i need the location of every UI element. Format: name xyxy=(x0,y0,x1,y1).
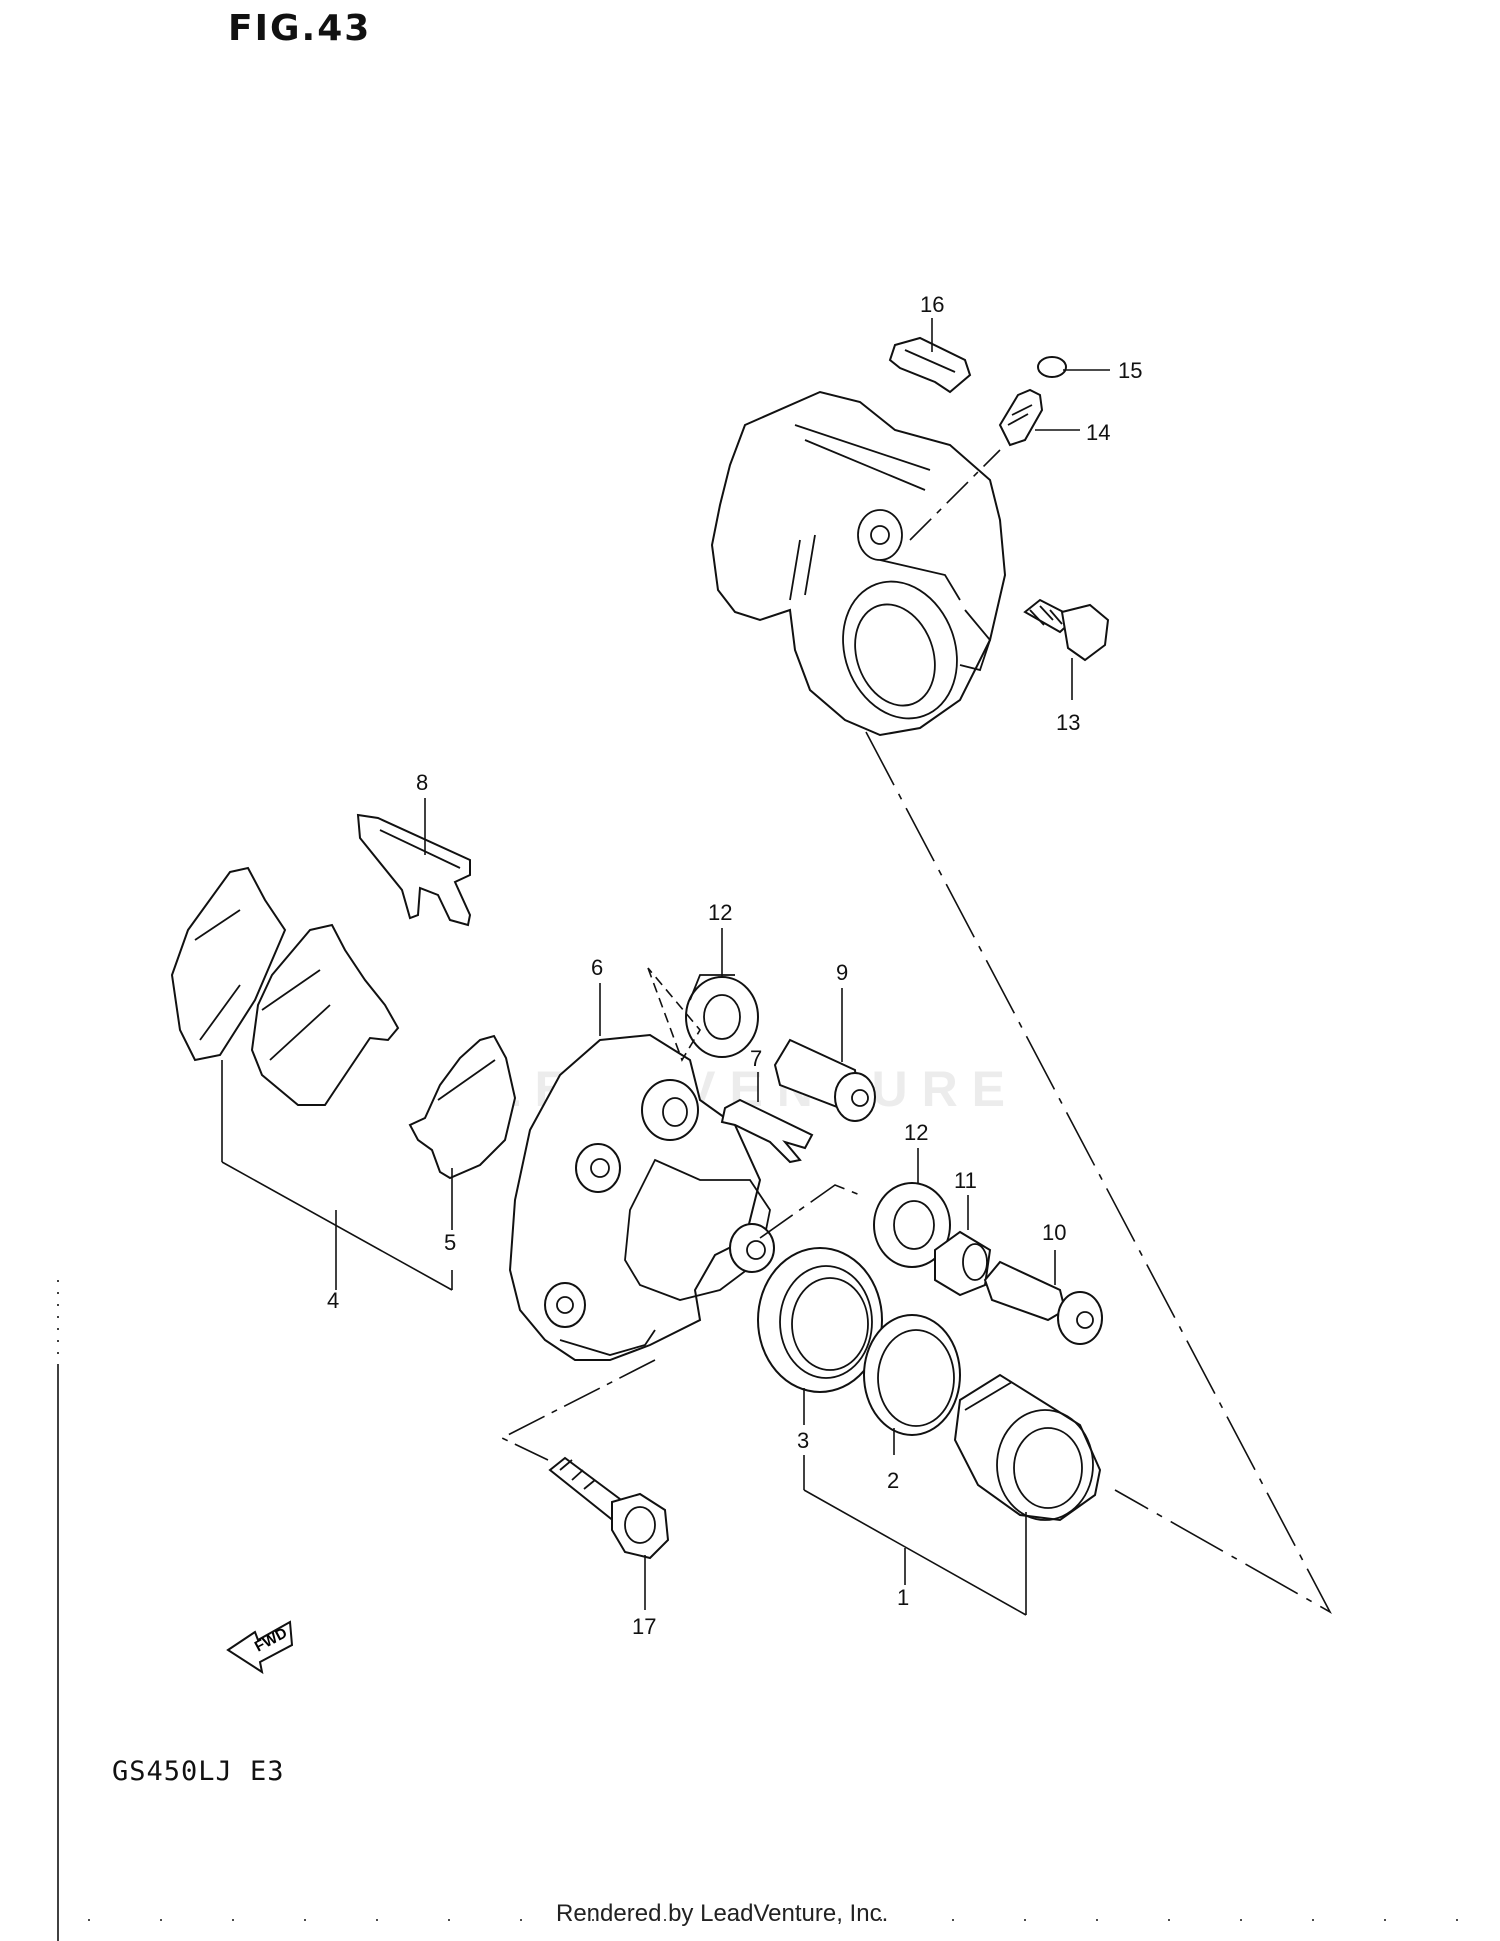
footer-credit: Rendered by LeadVenture, Inc. xyxy=(556,1900,889,1927)
part-12-boot-lower xyxy=(873,1182,951,1268)
scan-marks xyxy=(57,1280,1480,1941)
callout-13: 13 xyxy=(1056,710,1080,735)
callout-16: 16 xyxy=(920,292,944,317)
callout-9: 9 xyxy=(836,960,848,985)
fwd-arrow: FWD xyxy=(226,1620,294,1675)
callout-10: 10 xyxy=(1042,1220,1066,1245)
part-11-bushing xyxy=(934,1230,992,1297)
callout-5: 5 xyxy=(444,1230,456,1255)
callout-17: 17 xyxy=(632,1614,656,1639)
callout-7: 7 xyxy=(750,1046,762,1071)
figure-title: FIG.43 xyxy=(228,8,372,49)
callout-2: 2 xyxy=(887,1468,899,1493)
part-16-pad-spring xyxy=(888,336,972,394)
callout-3: 3 xyxy=(797,1428,809,1453)
caliper-body xyxy=(710,390,1007,737)
part-8-pad-shim xyxy=(356,813,472,927)
part-10-guide-pin xyxy=(983,1260,1103,1345)
callout-14: 14 xyxy=(1086,420,1110,445)
callout-12-lower: 12 xyxy=(904,1120,928,1145)
part-1-piston xyxy=(953,1373,1102,1522)
callouts: 16 15 14 13 8 12 9 6 7 12 11 10 5 4 3 2 … xyxy=(327,292,1142,1639)
part-6-caliper-bracket xyxy=(508,1033,775,1361)
part-15-bleeder-cap xyxy=(1037,356,1067,378)
leader-lines xyxy=(221,318,1332,1616)
part-7-pin xyxy=(720,1098,814,1164)
callout-4: 4 xyxy=(327,1288,339,1313)
part-13-bolt xyxy=(1023,598,1110,662)
callout-6: 6 xyxy=(591,955,603,980)
callout-15: 15 xyxy=(1118,358,1142,383)
part-14-bleeder-valve xyxy=(998,388,1044,447)
callout-1: 1 xyxy=(897,1585,909,1610)
part-12-boot-upper xyxy=(685,974,759,1058)
callout-11: 11 xyxy=(954,1168,977,1193)
callout-8: 8 xyxy=(416,770,428,795)
part-2-piston-seal xyxy=(863,1314,961,1436)
part-3-dust-seal xyxy=(757,1247,883,1393)
callout-12-upper: 12 xyxy=(708,900,732,925)
part-9-sleeve xyxy=(773,1038,876,1122)
part-4-brake-pads xyxy=(170,866,400,1106)
part-17-bolt xyxy=(548,1456,670,1560)
model-label: GS450LJ E3 xyxy=(112,1756,285,1787)
part-5-pad-clip xyxy=(408,1034,517,1180)
